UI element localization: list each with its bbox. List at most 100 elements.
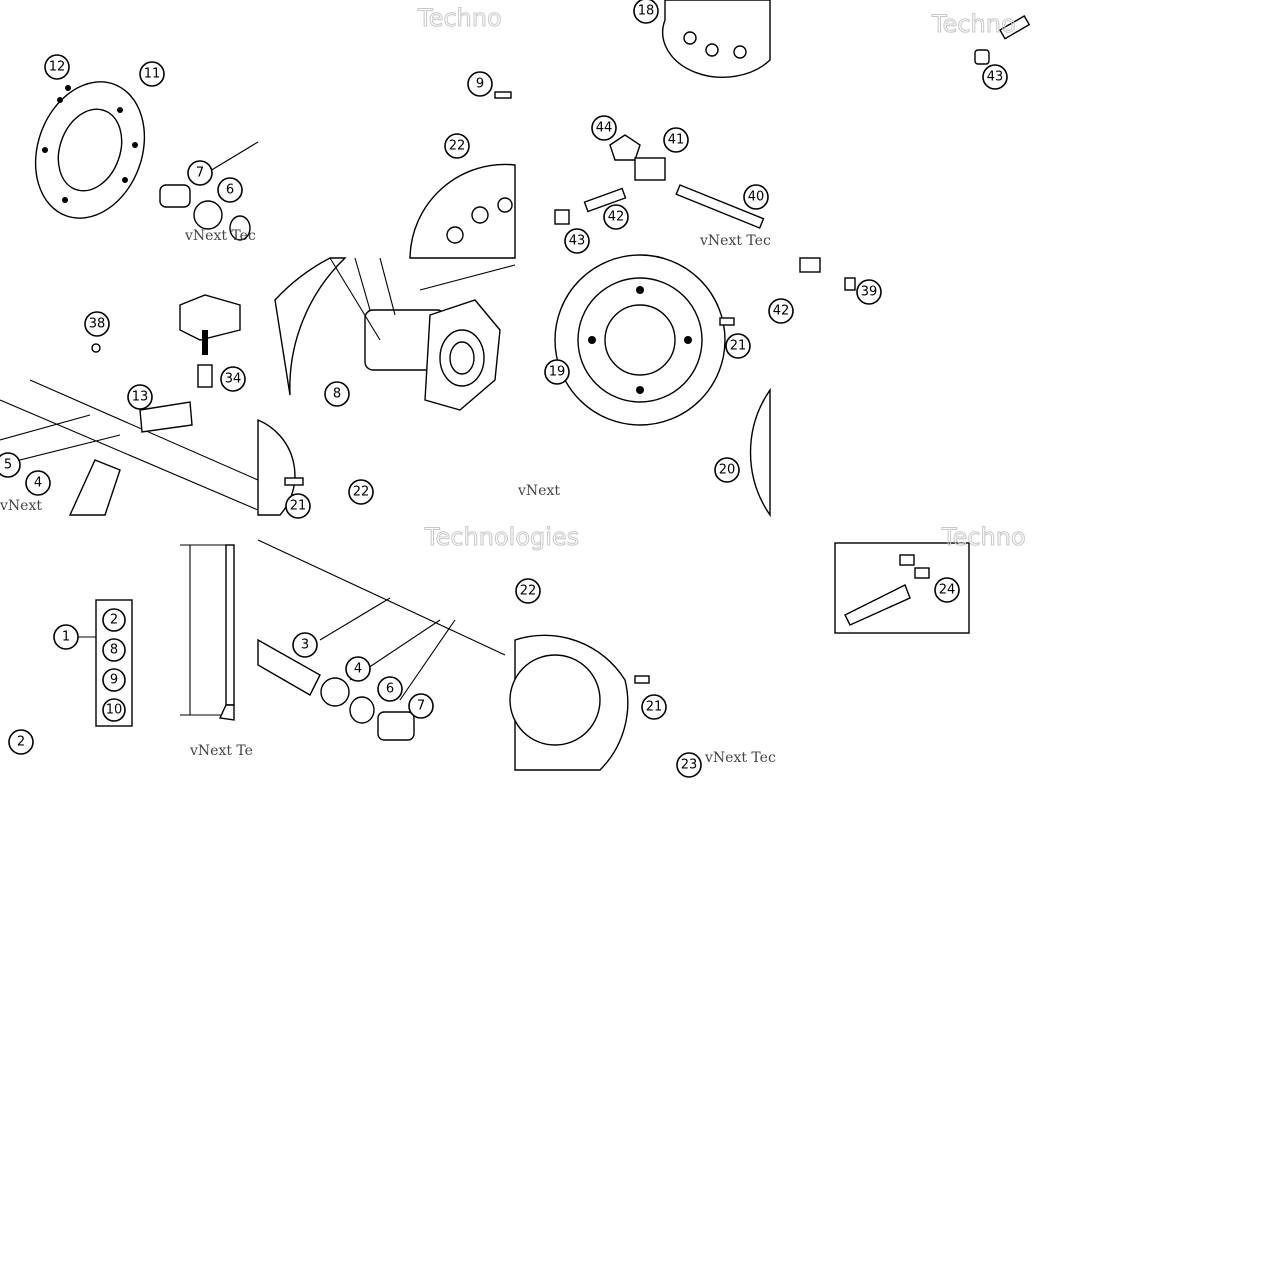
- callout-4: 4: [345, 656, 371, 682]
- callout-5: 5: [0, 452, 21, 478]
- svg-text:13: 13: [132, 390, 149, 405]
- svg-text:4: 4: [34, 476, 42, 491]
- callout-21: 21: [285, 493, 311, 519]
- svg-text:2: 2: [17, 735, 25, 750]
- bolt: [65, 85, 71, 91]
- svg-text:22: 22: [449, 139, 466, 154]
- callout-22: 22: [515, 578, 541, 604]
- svg-text:42: 42: [773, 304, 790, 319]
- callout-3: 3: [292, 632, 318, 658]
- bolt: [284, 477, 304, 486]
- watermark-vnext-te: vNext Te: [189, 743, 253, 759]
- valve-cap: [91, 343, 101, 353]
- svg-text:18: 18: [638, 4, 655, 19]
- callout-7: 7: [187, 160, 213, 186]
- axle-nut-parts: [974, 15, 1031, 65]
- callout-12: 12: [44, 54, 70, 80]
- svg-text:3: 3: [301, 638, 309, 653]
- spoke-measure: [180, 544, 235, 721]
- callout-8: 8: [324, 381, 350, 407]
- watermark-vnext-tec: vNext Tec: [699, 233, 771, 249]
- callout-43: 43: [564, 228, 590, 254]
- sprocket-top-partial: [409, 163, 516, 259]
- svg-text:24: 24: [939, 583, 956, 598]
- svg-text:39: 39: [861, 285, 878, 300]
- sprocket-20-partial: [749, 387, 771, 518]
- svg-text:41: 41: [668, 133, 685, 148]
- callout-19: 19: [544, 359, 570, 385]
- sprocket-22: [509, 634, 629, 771]
- callout-42: 42: [768, 298, 794, 324]
- callout-18: 18: [633, 0, 659, 24]
- watermark-vnext: vNext: [0, 498, 42, 514]
- svg-text:38: 38: [89, 317, 106, 332]
- rim-tape: [139, 401, 193, 433]
- svg-text:10: 10: [106, 703, 123, 718]
- wheel-bushing-parts: [159, 141, 259, 241]
- svg-text:34: 34: [225, 372, 242, 387]
- svg-text:8: 8: [110, 643, 118, 658]
- svg-text:21: 21: [730, 339, 747, 354]
- watermark-techno: Techno: [931, 10, 1016, 38]
- callout-24: 24: [934, 577, 960, 603]
- callout-11: 11: [139, 61, 165, 87]
- svg-text:7: 7: [196, 166, 204, 181]
- watermark-techno: Techno: [417, 4, 502, 32]
- svg-text:6: 6: [226, 183, 234, 198]
- svg-text:2: 2: [110, 613, 118, 628]
- svg-text:9: 9: [110, 673, 118, 688]
- callout-2: 2: [8, 729, 34, 755]
- svg-text:4: 4: [354, 662, 362, 677]
- svg-text:21: 21: [290, 499, 307, 514]
- callout-2: 2: [102, 608, 126, 632]
- sprocket-edge: [257, 418, 296, 516]
- callout-22: 22: [444, 133, 470, 159]
- callout-20: 20: [714, 457, 740, 483]
- svg-text:19: 19: [549, 365, 566, 380]
- watermark-technologies: Technologies: [424, 523, 579, 551]
- svg-text:7: 7: [417, 699, 425, 714]
- callout-21: 21: [725, 333, 751, 359]
- callout-1: 1: [53, 624, 79, 650]
- svg-text:22: 22: [353, 485, 370, 500]
- callout-22: 22: [348, 479, 374, 505]
- svg-text:12: 12: [49, 60, 66, 75]
- svg-text:23: 23: [681, 758, 698, 773]
- callout-13: 13: [127, 384, 153, 410]
- svg-text:8: 8: [333, 387, 341, 402]
- bolt: [719, 317, 735, 326]
- callout-23: 23: [676, 752, 702, 778]
- callout-43: 43: [982, 64, 1008, 90]
- svg-text:43: 43: [569, 234, 586, 249]
- svg-text:43: 43: [987, 70, 1004, 85]
- svg-text:9: 9: [476, 77, 484, 92]
- wheel-hub: [274, 257, 516, 411]
- svg-text:42: 42: [608, 210, 625, 225]
- callout-38: 38: [84, 311, 110, 337]
- svg-text:6: 6: [386, 682, 394, 697]
- rim-lock: [179, 294, 241, 355]
- callout-39: 39: [856, 279, 882, 305]
- callout-21: 21: [641, 694, 667, 720]
- chain-adjuster-parts: [554, 134, 765, 229]
- svg-text:44: 44: [596, 121, 613, 136]
- callout-6: 6: [217, 177, 243, 203]
- callout-9: 9: [467, 71, 493, 97]
- svg-text:40: 40: [748, 190, 765, 205]
- svg-text:22: 22: [520, 584, 537, 599]
- callout-6: 6: [377, 676, 403, 702]
- watermark-vnext: vNext: [517, 483, 560, 499]
- watermark-vnext-tec: vNext Tec: [184, 228, 256, 244]
- callout-8: 8: [102, 638, 126, 662]
- callout-41: 41: [663, 127, 689, 153]
- callout-44: 44: [591, 115, 617, 141]
- callout-34: 34: [220, 366, 246, 392]
- svg-text:20: 20: [719, 463, 736, 478]
- callout-42: 42: [603, 204, 629, 230]
- sprocket-18: [662, 0, 771, 78]
- svg-text:21: 21: [646, 700, 663, 715]
- sprocket-19: [554, 254, 726, 426]
- callout-10: 10: [102, 698, 126, 722]
- callout-4: 4: [25, 470, 51, 496]
